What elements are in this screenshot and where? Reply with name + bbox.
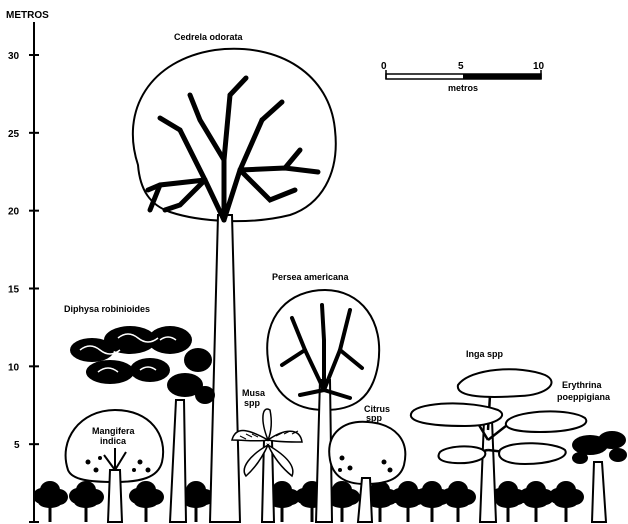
label-persea-americana: Persea americana bbox=[272, 272, 350, 282]
shrub bbox=[69, 481, 104, 522]
shrub bbox=[33, 481, 68, 522]
label-cedrela-odorata: Cedrela odorata bbox=[174, 32, 244, 42]
axis-tick-label: 15 bbox=[8, 285, 20, 296]
label-musa-line2: spp bbox=[244, 398, 261, 408]
axis-tick-label: 25 bbox=[8, 129, 20, 140]
scale-label-10: 10 bbox=[533, 61, 545, 72]
axis-tick-label: 5 bbox=[14, 440, 20, 451]
height-axis: METROS 5 10 15 20 25 30 bbox=[6, 10, 49, 522]
shrub bbox=[519, 481, 554, 522]
scale-unit-label: metros bbox=[448, 83, 478, 93]
label-musa-line1: Musa bbox=[242, 388, 266, 398]
scale-bar: 0 5 10 metros bbox=[381, 61, 545, 93]
label-inga-spp: Inga spp bbox=[466, 349, 504, 359]
scale-label-5: 5 bbox=[458, 61, 464, 72]
label-erythrina-line2: poeppigiana bbox=[557, 392, 611, 402]
label-mangifera-line2: indica bbox=[100, 436, 127, 446]
scale-label-0: 0 bbox=[381, 61, 387, 72]
label-diphysa-robinioides: Diphysa robinioides bbox=[64, 304, 150, 314]
axis-tick-label: 10 bbox=[8, 362, 20, 373]
label-citrus-line2: spp bbox=[366, 413, 383, 423]
axis-unit-label: METROS bbox=[6, 10, 49, 21]
shrub bbox=[129, 481, 164, 522]
label-mangifera-line1: Mangifera bbox=[92, 426, 136, 436]
axis-tick-label: 30 bbox=[8, 51, 20, 62]
shrub bbox=[441, 481, 476, 522]
axis-tick-label: 20 bbox=[8, 207, 20, 218]
shrub bbox=[549, 481, 584, 522]
label-erythrina-line1: Erythrina bbox=[562, 380, 603, 390]
